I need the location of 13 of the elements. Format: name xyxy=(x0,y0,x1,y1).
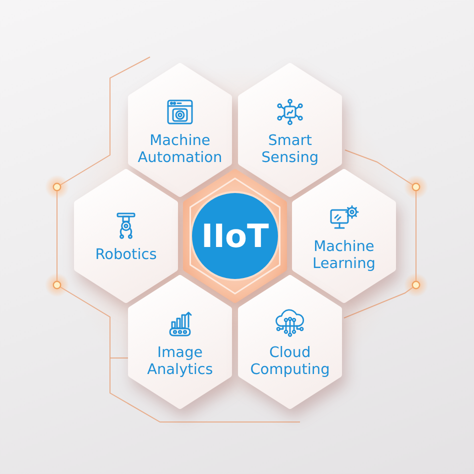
hexagon-tile xyxy=(238,63,342,197)
tile-label: Machine Automation xyxy=(136,132,224,168)
tile-label: Smart Sensing xyxy=(260,132,320,168)
hub-title: IIoT xyxy=(201,220,269,252)
hexagon-tile xyxy=(292,169,396,303)
hexagon-tile xyxy=(238,275,342,409)
hexagon-tile xyxy=(128,275,232,409)
tile-label: Robotics xyxy=(95,247,157,265)
tile-label: Image Analytics xyxy=(146,344,214,380)
hexagon-tile xyxy=(74,169,178,303)
tile-label: Machine Learning xyxy=(312,238,376,274)
tile-label: Cloud Computing xyxy=(249,344,331,380)
hexagon-tile xyxy=(128,63,232,197)
